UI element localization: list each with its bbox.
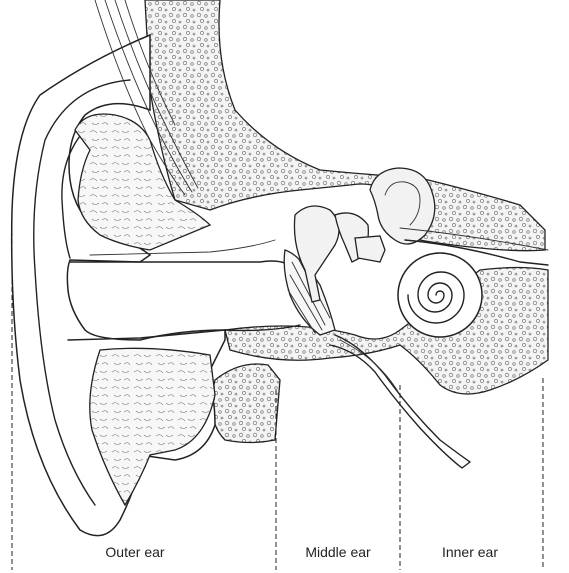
inner-ear-label: Inner ear: [442, 544, 498, 560]
cochlea-outer: [398, 253, 482, 337]
middle-ear-label: Middle ear: [305, 544, 371, 560]
ear-canal-upper-wall: [70, 261, 295, 270]
stapes: [355, 236, 385, 262]
semicircular-canals: [370, 168, 435, 244]
mastoid-bone: [212, 364, 280, 443]
outer-ear-label: Outer ear: [105, 544, 164, 560]
